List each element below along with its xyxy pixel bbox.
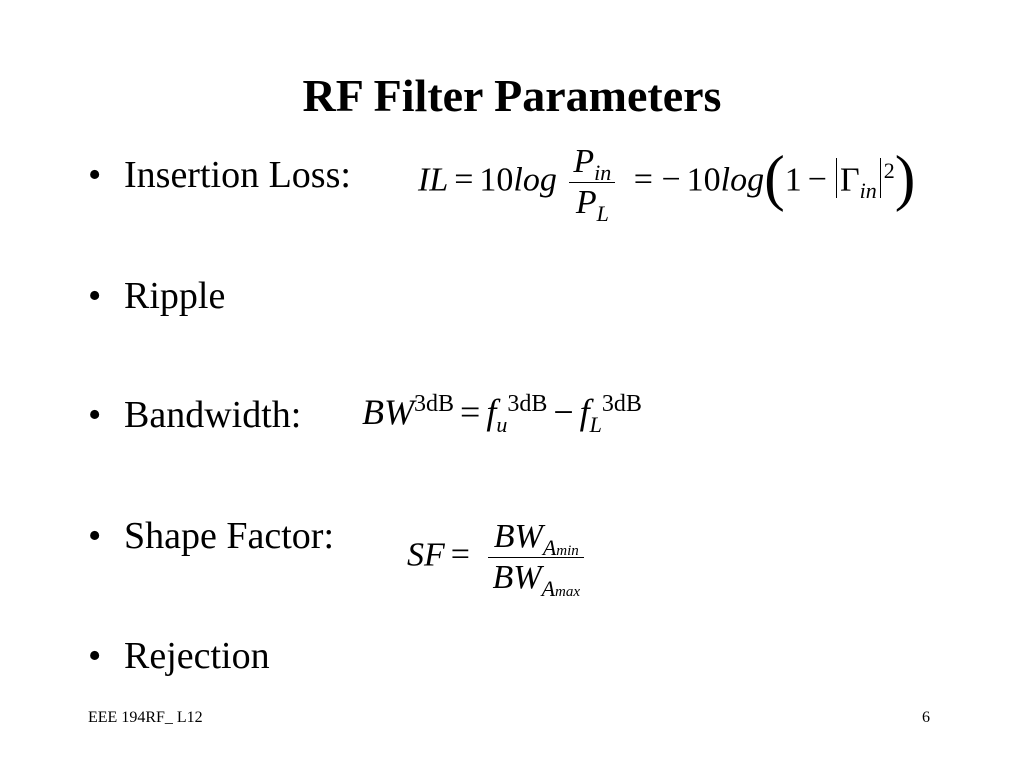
shape-factor-equation: SF= BWAmin BWAmax — [407, 517, 588, 599]
bullet-label: Ripple — [124, 275, 226, 317]
bandwidth-equation: BW3dB=fu3dB−fL3dB — [362, 391, 642, 438]
bullet-insertion-loss: • Insertion Loss: — [88, 153, 351, 197]
slide-title: RF Filter Parameters — [302, 70, 722, 121]
bullet-label: Shape Factor: — [124, 515, 335, 557]
power-ratio-fraction: Pin PL — [569, 142, 616, 224]
bullet-label: Bandwidth: — [124, 394, 302, 436]
bullet-label: Rejection — [124, 635, 270, 677]
page-number: 6 — [922, 709, 930, 726]
bullet-ripple: • Ripple — [88, 274, 225, 318]
bullet-label: Insertion Loss: — [124, 154, 351, 196]
bullet-rejection: • Rejection — [88, 634, 270, 678]
bullet-dot: • — [88, 515, 102, 557]
bullet-dot: • — [88, 154, 102, 196]
footer-course-label: EEE 194RF_ L12 — [88, 709, 203, 726]
bullet-dot: • — [88, 394, 102, 436]
bandwidth-ratio-fraction: BWAmin BWAmax — [488, 517, 585, 599]
insertion-loss-equation: IL=10log Pin PL = −10log(1−Γin2) — [418, 142, 916, 226]
bullet-dot: • — [88, 635, 102, 677]
bullet-shape-factor: • Shape Factor: — [88, 514, 334, 558]
bullet-bandwidth: • Bandwidth: — [88, 393, 301, 437]
bullet-dot: • — [88, 275, 102, 317]
